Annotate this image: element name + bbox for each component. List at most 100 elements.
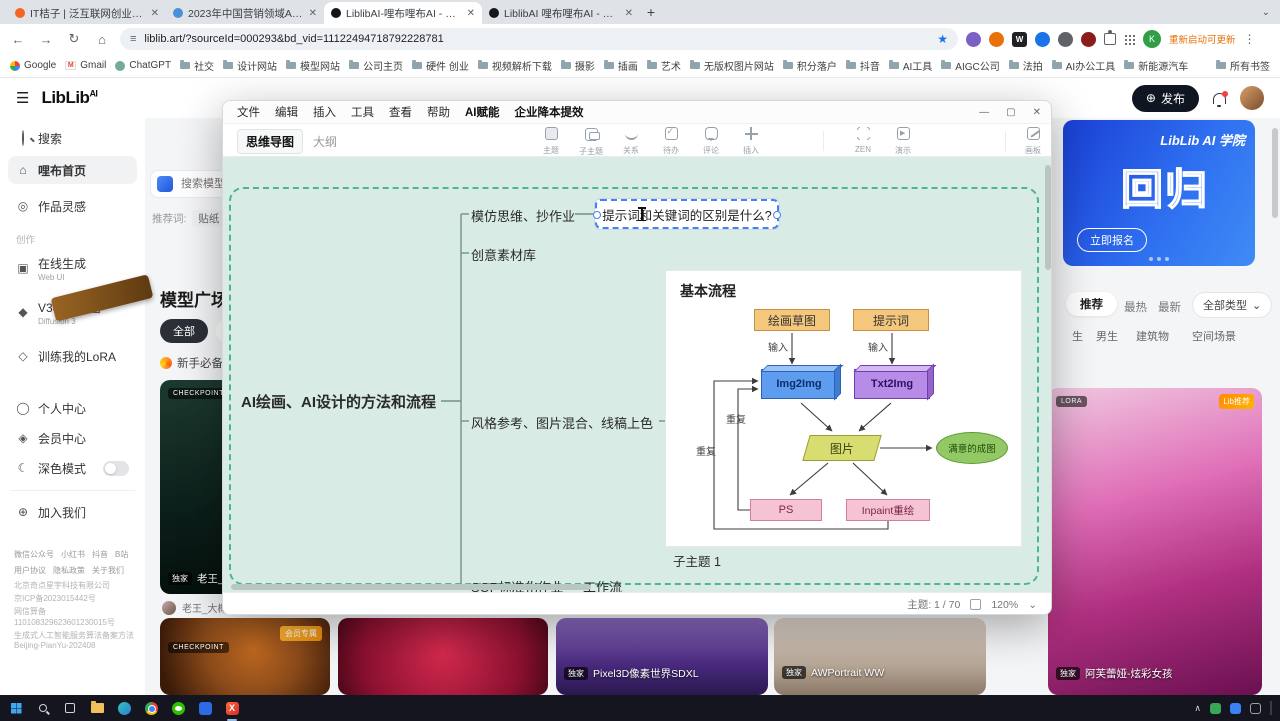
bookmark-folder[interactable]: 摄影 bbox=[561, 58, 595, 73]
link-about[interactable]: 关于我们 bbox=[92, 565, 124, 576]
extension-icon[interactable]: W bbox=[1012, 32, 1027, 47]
sidebar-item-profile[interactable]: ◯个人中心 bbox=[8, 394, 137, 422]
minimize-icon[interactable]: — bbox=[979, 107, 989, 118]
user-avatar[interactable] bbox=[1240, 86, 1264, 110]
tab-search-icon[interactable]: ⌄ bbox=[1262, 2, 1270, 24]
mindmap-root-node[interactable]: AI绘画、AI设计的方法和流程 bbox=[241, 391, 436, 412]
bookmark-folder[interactable]: 社交 bbox=[180, 58, 214, 73]
mindmap-canvas[interactable]: AI绘画、AI设计的方法和流程 模仿思维、抄作业 提示词和关键词的区别是什么? … bbox=[223, 157, 1052, 592]
tab-close-icon[interactable]: ✕ bbox=[151, 8, 159, 19]
extension-icon[interactable] bbox=[1081, 32, 1096, 47]
zen-mode-button[interactable]: ZEN bbox=[843, 127, 883, 156]
model-card[interactable]: LORA Lib推荐 独家 阿芙蕾娅-炫彩女孩 bbox=[1048, 388, 1262, 695]
browser-menu-icon[interactable]: ⋮ bbox=[1244, 32, 1256, 46]
mindmap-selected-node[interactable]: 提示词和关键词的区别是什么? bbox=[595, 199, 779, 229]
browser-tab-3-active[interactable]: LiblibAI-哩布哩布AI - 中国领先 ✕ bbox=[324, 2, 482, 24]
newbie-essentials-link[interactable]: 新手必备 bbox=[160, 355, 223, 371]
tab-newest[interactable]: 最新 bbox=[1158, 299, 1181, 315]
recommend-chip[interactable]: 贴纸 bbox=[192, 210, 225, 227]
bookmark-folder[interactable]: 视频解析下载 bbox=[478, 58, 552, 73]
extension-icon[interactable] bbox=[966, 32, 981, 47]
url-bar[interactable]: ≡ liblib.art/?sourceId=000293&bd_vid=111… bbox=[120, 28, 958, 50]
bookmark-folder[interactable]: 无版权图片网站 bbox=[690, 58, 774, 73]
home-icon[interactable]: ⌂ bbox=[92, 32, 112, 47]
tool-relation-button[interactable]: 关系 bbox=[611, 127, 651, 157]
bookmark-folder[interactable]: 公司主页 bbox=[349, 58, 403, 73]
task-view-icon[interactable] bbox=[62, 700, 78, 716]
blue-app-icon[interactable] bbox=[197, 700, 213, 716]
model-card[interactable]: 独家 Pixel3D像素世界SDXL bbox=[556, 618, 768, 695]
extensions-puzzle-icon[interactable] bbox=[1104, 33, 1116, 45]
model-card[interactable]: 会员专属 CHECKPOINT bbox=[160, 618, 330, 695]
browser-update-chip[interactable]: 重新启动可更新 bbox=[1169, 32, 1236, 46]
tab-close-icon[interactable]: ✕ bbox=[467, 8, 475, 19]
bookmark-item[interactable]: Google bbox=[10, 60, 56, 71]
flowchart-image-node[interactable]: 基本流程 bbox=[666, 271, 1021, 546]
canvas-horizontal-scrollbar[interactable] bbox=[231, 584, 591, 590]
board-button[interactable]: 画板 bbox=[1013, 127, 1052, 156]
mindmap-branch-style[interactable]: 风格参考、图片混合、线稿上色 bbox=[471, 413, 653, 432]
academy-banner[interactable]: LibLib AI 学院 回归 立即报名 bbox=[1063, 120, 1255, 266]
sidebar-item-train-lora[interactable]: ◇训练我的LoRA bbox=[8, 342, 137, 370]
menu-file[interactable]: 文件 bbox=[237, 104, 260, 120]
social-xiaohongshu[interactable]: 小红书 bbox=[61, 549, 85, 560]
overview-icon[interactable] bbox=[970, 599, 981, 610]
mindmap-window[interactable]: 文件 编辑 插入 工具 查看 帮助 AI赋能 企业降本提效 — ▢ ✕ 思维导图… bbox=[222, 100, 1052, 615]
tab-close-icon[interactable]: ✕ bbox=[309, 8, 317, 19]
extension-icon[interactable] bbox=[1035, 32, 1050, 47]
sidebar-item-search[interactable]: 搜索 bbox=[8, 124, 137, 152]
browser-profile-avatar[interactable]: K bbox=[1143, 30, 1161, 48]
apps-grid-icon[interactable] bbox=[1124, 34, 1135, 45]
zoom-chevron-icon[interactable]: ⌄ bbox=[1028, 599, 1037, 611]
edge-icon[interactable] bbox=[116, 700, 132, 716]
show-desktop-strip[interactable] bbox=[1270, 701, 1272, 715]
sidebar-item-inspiration[interactable]: ◎作品灵感 bbox=[8, 192, 137, 220]
link-terms[interactable]: 用户协议 bbox=[14, 565, 46, 576]
extension-icon[interactable] bbox=[1058, 32, 1073, 47]
bookmark-folder[interactable]: 法拍 bbox=[1009, 58, 1043, 73]
sidebar-item-home[interactable]: ⌂哩布首页 bbox=[8, 156, 137, 184]
zoom-level[interactable]: 120% bbox=[991, 599, 1018, 611]
start-button[interactable] bbox=[8, 700, 24, 716]
mindmap-branch-material[interactable]: 创意素材库 bbox=[471, 245, 536, 264]
browser-tab-2[interactable]: 2023年中国营销领域AIGC技术 ✕ bbox=[166, 2, 324, 24]
tab-mindmap-mode[interactable]: 思维导图 bbox=[237, 129, 303, 154]
menu-tools[interactable]: 工具 bbox=[351, 104, 374, 120]
menu-ai[interactable]: AI赋能 bbox=[465, 104, 500, 120]
tray-app-blue-icon[interactable] bbox=[1230, 703, 1241, 714]
forward-icon[interactable]: → bbox=[36, 32, 56, 47]
model-card[interactable] bbox=[338, 618, 548, 695]
tray-app-green-icon[interactable] bbox=[1210, 703, 1221, 714]
browser-tab-1[interactable]: IT桔子 | 泛互联网创业投资项目 ✕ bbox=[8, 2, 166, 24]
chip-all[interactable]: 全部 bbox=[160, 319, 208, 343]
bookmark-item[interactable]: ChatGPT bbox=[115, 60, 171, 71]
extension-icon[interactable] bbox=[989, 32, 1004, 47]
banner-signup-button[interactable]: 立即报名 bbox=[1077, 228, 1147, 252]
bookmark-folder[interactable]: AI工具 bbox=[889, 58, 932, 73]
social-douyin[interactable]: 抖音 bbox=[92, 549, 108, 560]
tool-todo-button[interactable]: 待办 bbox=[651, 127, 691, 157]
publish-button[interactable]: ⊕发布 bbox=[1132, 85, 1199, 112]
taskbar-search-icon[interactable] bbox=[35, 700, 51, 716]
canvas-vertical-scrollbar[interactable] bbox=[1045, 165, 1051, 270]
bookmark-star-icon[interactable]: ★ bbox=[937, 32, 948, 46]
maximize-icon[interactable]: ▢ bbox=[1006, 107, 1015, 118]
bookmark-folder[interactable]: 新能源汽车 bbox=[1124, 58, 1188, 73]
mindmap-subtopic-label[interactable]: 子主题 1 bbox=[673, 551, 721, 570]
tool-topic-button[interactable]: 主题 bbox=[531, 127, 571, 157]
bookmark-folder[interactable]: 硬件 创业 bbox=[412, 58, 469, 73]
menu-enterprise[interactable]: 企业降本提效 bbox=[515, 104, 584, 120]
bookmark-folder[interactable]: AIGC公司 bbox=[941, 58, 999, 73]
page-scrollbar-thumb[interactable] bbox=[1272, 128, 1278, 218]
tab-close-icon[interactable]: ✕ bbox=[625, 8, 633, 19]
sidebar-item-membership[interactable]: ◈会员中心 bbox=[8, 424, 137, 452]
bookmark-folder[interactable]: 模型网站 bbox=[286, 58, 340, 73]
carousel-dots[interactable] bbox=[1149, 257, 1169, 261]
chrome-icon[interactable] bbox=[143, 700, 159, 716]
menu-view[interactable]: 查看 bbox=[389, 104, 412, 120]
new-tab-button[interactable]: + bbox=[640, 2, 662, 24]
tool-comment-button[interactable]: 评论 bbox=[691, 127, 731, 157]
tab-hottest[interactable]: 最热 bbox=[1124, 299, 1147, 315]
present-button[interactable]: 演示 bbox=[883, 127, 923, 156]
liblib-logo[interactable]: LibLibAI bbox=[41, 88, 97, 108]
